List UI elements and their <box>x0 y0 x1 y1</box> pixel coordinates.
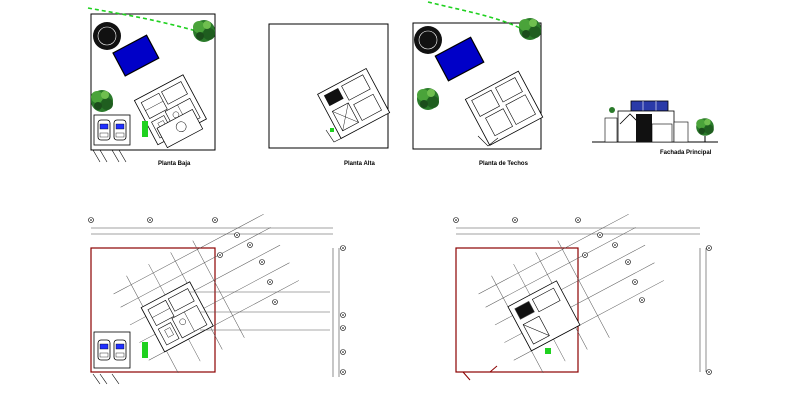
site-boundary <box>90 247 216 373</box>
car-icon <box>113 119 127 141</box>
grid-bubble-icon <box>453 217 459 223</box>
fountain-icon <box>93 22 121 50</box>
house-plan-upper <box>317 67 391 139</box>
site-boundary <box>268 23 389 149</box>
vegetation-text-line <box>427 1 521 29</box>
roof-plan <box>464 70 544 146</box>
pool-icon <box>434 36 485 82</box>
tree-icon <box>519 18 541 40</box>
vegetation-text-line <box>87 7 201 33</box>
car-icon <box>97 339 111 361</box>
grid-bubble-icon <box>147 217 153 223</box>
grid-bubble-icon <box>512 217 518 223</box>
panel-planta-techos <box>412 1 544 150</box>
panel-ejes-planta-baja <box>88 213 346 385</box>
tree-icon <box>91 90 113 112</box>
fountain-icon <box>414 26 442 54</box>
tree-icon <box>696 118 714 136</box>
grid-bubble-icon <box>88 217 94 223</box>
grid-bubble-icon <box>575 217 581 223</box>
site-boundary <box>412 22 542 150</box>
label-planta-techos: Planta de Techos <box>479 161 528 167</box>
site-boundary <box>455 247 579 373</box>
grid-bubble-icon <box>340 312 346 318</box>
grid-bubble-icon <box>340 349 346 355</box>
axis-grid <box>478 213 664 374</box>
site-boundary <box>90 13 216 151</box>
grid-bubble-icon <box>340 369 346 375</box>
label-planta-baja: Planta Baja <box>158 161 191 167</box>
grid-bubble-icon <box>706 245 712 251</box>
label-planta-alta: Planta Alta <box>344 161 375 167</box>
panel-ejes-planta-alta <box>453 213 712 381</box>
car-icon <box>113 339 127 361</box>
pool-icon <box>112 34 160 77</box>
car-icon <box>97 119 111 141</box>
tree-icon <box>193 20 215 42</box>
panel-planta-baja <box>87 7 216 163</box>
house-plan-ground <box>134 74 207 149</box>
grid-bubble-icon <box>340 245 346 251</box>
axis-grid <box>113 213 299 374</box>
grid-bubble-icon <box>212 217 218 223</box>
tree-icon <box>417 88 439 110</box>
panel-fachada <box>592 100 718 143</box>
panel-planta-alta <box>268 23 391 149</box>
label-fachada: Fachada Principal <box>660 150 712 156</box>
grid-bubble-icon <box>706 369 712 375</box>
grid-bubble-icon <box>340 325 346 331</box>
